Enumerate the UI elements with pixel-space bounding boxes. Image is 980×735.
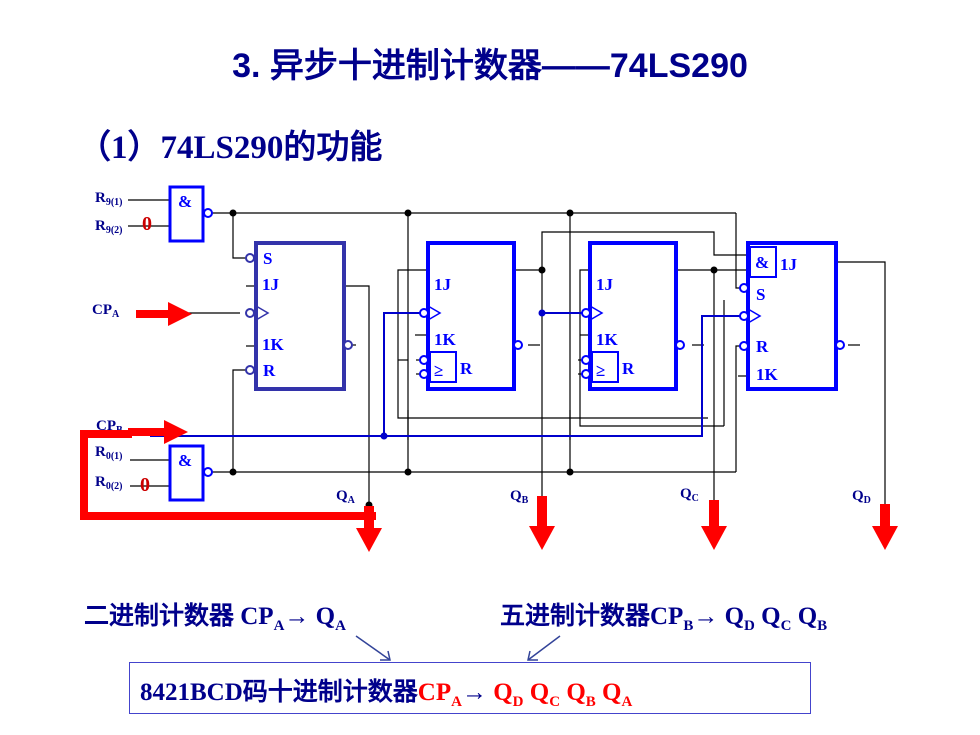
qa-to-cpb-red-path (80, 430, 376, 520)
svg-text:1K: 1K (434, 330, 457, 349)
cpb-red-arrow (128, 420, 188, 444)
svg-text:&: & (755, 253, 769, 272)
pin-labels: R9(1) R9(2) 0 CPA CPB R0(1) R0(2) 0 (92, 190, 152, 496)
bcd-counter-box (129, 662, 811, 714)
pointer-arrows (355, 635, 561, 661)
output-red-arrows (356, 496, 898, 552)
svg-text:1K: 1K (262, 335, 285, 354)
pin-r92-value: 0 (142, 213, 152, 235)
qa-arrow-head (356, 528, 382, 552)
svg-text:1J: 1J (262, 275, 280, 294)
svg-text:1J: 1J (596, 275, 614, 294)
svg-text:1J: 1J (780, 255, 798, 274)
bcd-counter-note: 8421BCD码十进制计数器CPA→ QD QC QB QA (140, 679, 633, 710)
svg-text:1J: 1J (434, 275, 452, 294)
pin-r91: R9(1) (95, 190, 123, 208)
pin-r02: R0(2) (95, 474, 123, 492)
and-gate-r0: & (130, 444, 213, 502)
cpa-red-arrow (136, 302, 192, 326)
pin-cpa: CPA (92, 302, 120, 320)
output-qd: QD (852, 488, 871, 506)
qa-arrow-shaft (364, 506, 374, 530)
qc-arrow-head (701, 526, 727, 550)
output-qc: QC (680, 486, 699, 504)
output-labels: QA QB QC QD (336, 486, 871, 506)
flipflop-d: & 1J S R 1K (739, 241, 845, 391)
and-gate-r9: & (128, 185, 213, 243)
page-title: 3. 异步十进制计数器——74LS290 (232, 47, 748, 85)
svg-text:S: S (263, 249, 272, 268)
svg-text:≥: ≥ (596, 361, 605, 380)
junction-dots (229, 209, 718, 509)
svg-text:1K: 1K (756, 365, 779, 384)
svg-text:1K: 1K (596, 330, 619, 349)
pin-r02-value: 0 (140, 474, 150, 496)
output-qa: QA (336, 488, 356, 506)
output-qb: QB (510, 488, 529, 506)
qb-arrow-shaft (537, 496, 547, 528)
qd-arrow-head (872, 526, 898, 550)
section-subtitle: （1）74LS290的功能 (78, 130, 383, 166)
flipflop-c: ≥ R 1J 1K (581, 241, 685, 391)
pin-r01: R0(1) (95, 444, 123, 462)
qd-arrow-shaft (880, 504, 890, 528)
pin-r92: R9(2) (95, 218, 123, 236)
svg-text:S: S (756, 285, 765, 304)
svg-text:R: R (460, 359, 473, 378)
qc-arrow-shaft (709, 500, 719, 528)
binary-counter-note: 二进制计数器 CPA→ QA (84, 603, 346, 634)
svg-text:≥: ≥ (434, 361, 443, 380)
flipflop-a: S 1J 1K R (245, 241, 353, 391)
quinary-counter-note: 五进制计数器CPB→ QD QC QB (500, 603, 828, 634)
svg-text:&: & (178, 451, 192, 470)
svg-text:R: R (263, 361, 276, 380)
flipflop-b: ≥ R 1J 1K (419, 241, 523, 391)
svg-text:&: & (178, 192, 192, 211)
svg-text:R: R (756, 337, 769, 356)
qb-arrow-head (529, 526, 555, 550)
cpb-clock-line (150, 312, 740, 437)
svg-text:R: R (622, 359, 635, 378)
